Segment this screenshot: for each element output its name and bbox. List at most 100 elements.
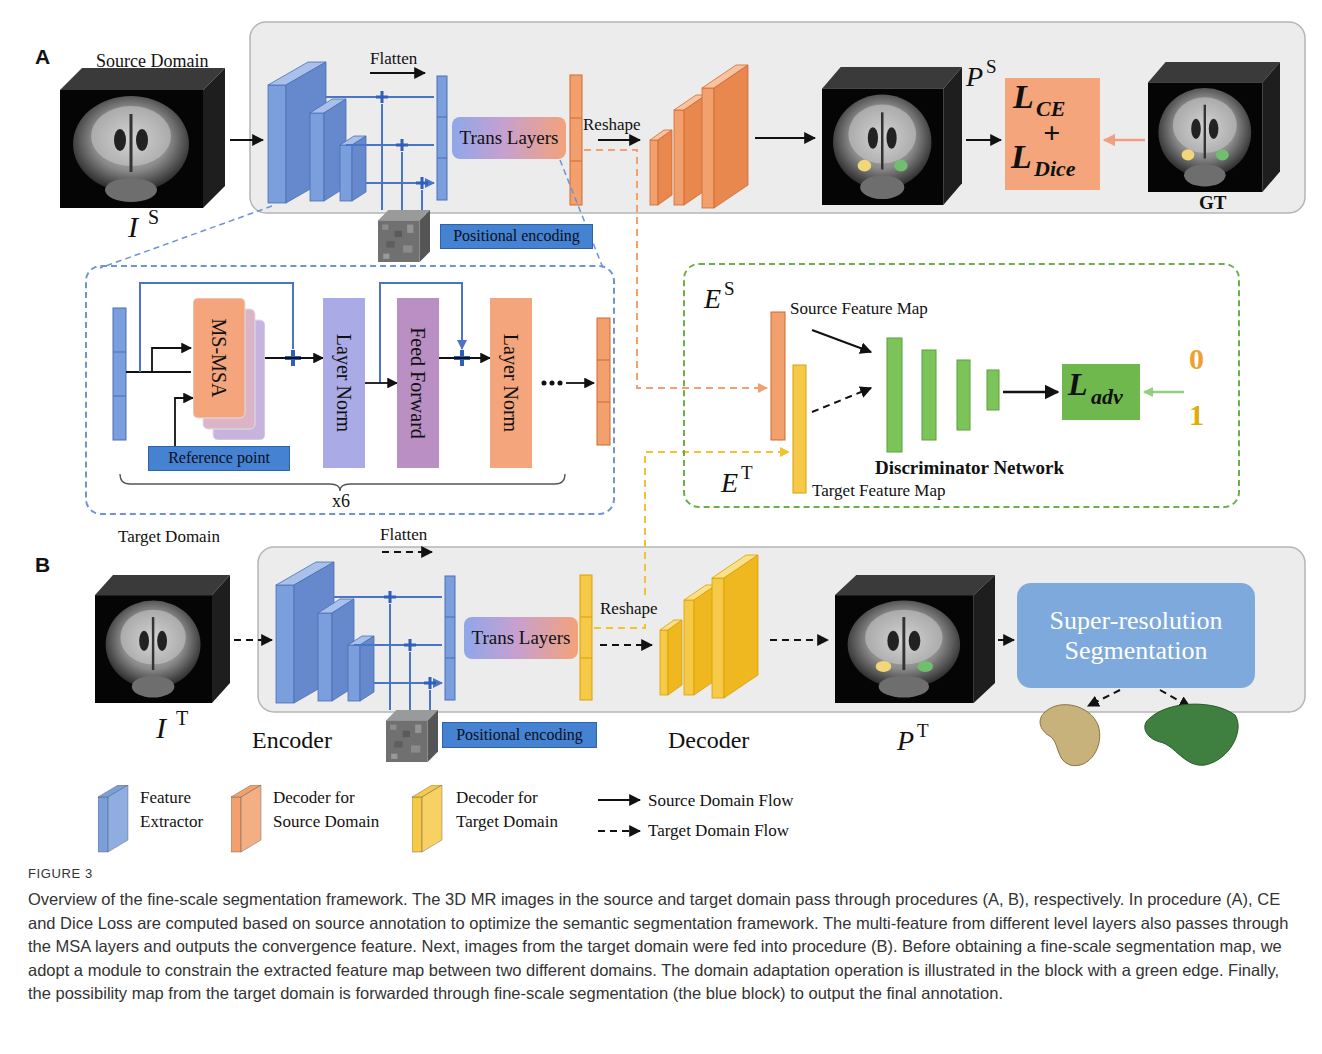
flatten-arrow <box>370 72 425 74</box>
ground-truth-label: GT <box>1199 193 1226 214</box>
operation-label: Reshape <box>598 600 660 619</box>
decoder-blocks <box>658 130 672 205</box>
discriminator-internals <box>922 350 936 440</box>
node-text: Positional encoding <box>453 227 580 245</box>
transformer-internals <box>126 348 191 372</box>
feature-transfer-line <box>594 452 789 628</box>
legend-line-sample <box>598 800 640 831</box>
hippocampus-shape <box>1040 705 1100 766</box>
target-flow-arrow <box>234 639 272 641</box>
node-text: adv <box>1091 386 1123 408</box>
node-text: L <box>1013 80 1034 114</box>
legend-swatch-face <box>241 785 261 852</box>
legend-swatch <box>231 785 265 855</box>
legend-text: Decoder for Source Domain <box>273 786 393 834</box>
legend-text: Decoder for Target Domain <box>456 786 576 834</box>
node-text: Discriminator Network <box>875 458 1064 477</box>
zoom-line <box>100 160 603 268</box>
node-text: MS-MSA <box>209 319 229 398</box>
discriminator-internals <box>771 312 785 440</box>
discriminator-internals <box>1003 391 1058 394</box>
panel-a <box>250 22 1305 213</box>
decoder-blocks <box>674 110 684 205</box>
super-resolution-box: Super-resolution Segmentation <box>1017 583 1255 688</box>
legend-swatch-face <box>231 797 241 852</box>
symbol-superscript: S <box>148 206 159 228</box>
zoom-line <box>100 206 272 268</box>
flow-arrow <box>365 382 397 384</box>
target-flow-arrow <box>600 644 652 646</box>
source-flow-arrow <box>598 139 640 141</box>
decoder-blocks <box>570 65 758 700</box>
node-text: Positional encoding <box>456 726 583 744</box>
mri-image <box>858 160 908 172</box>
encoder-blocks <box>268 62 455 710</box>
symbol-superscript: S <box>986 57 997 78</box>
norm-layer: Layer Norm <box>323 298 365 468</box>
node-text: x6 <box>332 492 350 510</box>
legend-line-sample <box>598 799 640 801</box>
encoder-blocks <box>276 562 455 710</box>
node-text: Trans Layers <box>459 127 558 149</box>
discriminator-internals <box>793 365 806 493</box>
panel-letter: B <box>35 553 50 576</box>
discriminator-internals <box>812 388 871 412</box>
panel-a <box>250 22 1305 213</box>
transformer-internals <box>113 308 126 440</box>
transformer-internals <box>113 352 126 396</box>
operation-label: Reshape <box>583 116 641 135</box>
transformer-internals <box>597 360 610 402</box>
mri-image <box>835 575 995 703</box>
encoding-box: Positional encoding <box>442 722 597 748</box>
figure-title: FIGURE 3 <box>28 866 93 881</box>
legend-swatch-face <box>412 797 422 852</box>
decoder-blocks <box>724 555 758 698</box>
node-text: Feed Forward <box>408 327 428 439</box>
reference-box: Reference point <box>148 446 290 471</box>
target-flow-arrow <box>770 639 828 641</box>
decoder-blocks <box>570 118 582 161</box>
transformer-box: Trans Layers <box>464 617 578 659</box>
source-flow-arrow <box>230 139 263 141</box>
adversarial-loss-box: Ladv <box>1062 364 1140 420</box>
legend-swatch-face <box>108 785 128 852</box>
transformer-box: Trans Layers <box>452 117 566 159</box>
domain-value: 1 <box>1189 398 1204 431</box>
position-image <box>386 710 438 762</box>
decoder-blocks <box>712 578 724 698</box>
feature-label: Source Feature Map <box>790 300 928 319</box>
decoder-blocks <box>660 630 668 695</box>
decoder-blocks <box>650 140 658 205</box>
symbol-superscript: T <box>917 721 929 742</box>
decoder-blocks <box>570 75 582 205</box>
legend-text: Source Domain Flow <box>648 789 868 813</box>
target-flow-arrow <box>998 639 1014 641</box>
domain-label: Target Domain <box>118 528 220 547</box>
node-text: Layer Norm <box>501 334 521 432</box>
transformer-detail: x6 MS-MSA Layer Norm Feed Forward Layer Norm… <box>85 265 615 515</box>
node-text: + <box>1043 118 1060 148</box>
symbol-superscript: T <box>176 707 188 729</box>
discriminator-internals <box>771 312 1184 493</box>
legend-swatch-face <box>422 785 442 852</box>
discriminator-internals <box>887 338 902 452</box>
discriminator-internals <box>957 360 970 430</box>
transformer-internals <box>597 318 610 445</box>
decoder-blocks <box>668 620 682 695</box>
node-text: Dice <box>1034 158 1076 180</box>
node-text: Layer Norm <box>334 334 354 432</box>
attention-head-stack <box>193 298 265 440</box>
legend-line-sample <box>598 830 640 832</box>
mri-image <box>1148 62 1280 192</box>
decoder-blocks <box>580 617 592 658</box>
flow-arrow <box>439 357 490 359</box>
feed-forward-layer: Feed Forward <box>397 298 439 468</box>
symbol-superscript: T <box>741 463 753 484</box>
attention-head <box>193 298 245 418</box>
legend-text: Target Domain Flow <box>648 819 868 843</box>
section-label: Decoder <box>668 727 749 753</box>
node-text: Trans Layers <box>471 627 570 649</box>
decoder-blocks <box>684 600 694 695</box>
hippocampus-shape <box>1040 704 1238 766</box>
